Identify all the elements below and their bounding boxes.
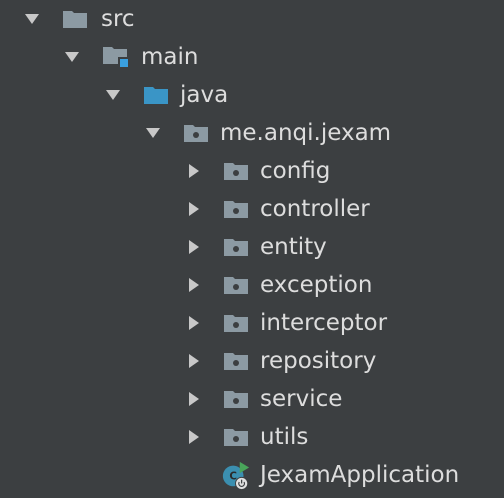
package-icon xyxy=(181,114,211,152)
tree-node-label: exception xyxy=(260,272,373,298)
expand-arrow-down-icon[interactable] xyxy=(101,76,125,114)
package-icon xyxy=(221,304,251,342)
module-folder-icon xyxy=(101,38,131,76)
tree-node-entity[interactable]: entity xyxy=(0,228,504,266)
package-icon xyxy=(221,418,251,456)
expand-arrow-right-icon[interactable] xyxy=(182,342,206,380)
expand-arrow-right-icon[interactable] xyxy=(182,304,206,342)
expand-arrow-down-icon[interactable] xyxy=(60,38,84,76)
tree-node-label: interceptor xyxy=(260,310,388,336)
spring-boot-application-icon: C xyxy=(221,456,251,494)
tree-node-utils[interactable]: utils xyxy=(0,418,504,456)
package-icon xyxy=(221,228,251,266)
expand-arrow-right-icon[interactable] xyxy=(182,190,206,228)
tree-node-label: entity xyxy=(260,234,327,260)
folder-icon xyxy=(60,0,90,38)
tree-node-main[interactable]: main xyxy=(0,38,504,76)
package-icon xyxy=(221,190,251,228)
tree-node-label: utils xyxy=(260,424,309,450)
tree-node-me-anqi-jexam[interactable]: me.anqi.jexam xyxy=(0,114,504,152)
tree-node-service[interactable]: service xyxy=(0,380,504,418)
source-folder-icon xyxy=(141,76,171,114)
tree-node-interceptor[interactable]: interceptor xyxy=(0,304,504,342)
tree-node-label: service xyxy=(260,386,343,412)
expand-arrow-right-icon[interactable] xyxy=(182,380,206,418)
expand-arrow-right-icon[interactable] xyxy=(182,152,206,190)
expand-arrow-down-icon[interactable] xyxy=(141,114,165,152)
tree-node-config[interactable]: config xyxy=(0,152,504,190)
tree-node-src[interactable]: src xyxy=(0,0,504,38)
tree-node-label: me.anqi.jexam xyxy=(220,120,392,146)
tree-node-java[interactable]: java xyxy=(0,76,504,114)
tree-node-label: controller xyxy=(260,196,370,222)
tree-node-label: repository xyxy=(260,348,377,374)
expand-arrow-right-icon[interactable] xyxy=(182,228,206,266)
tree-node-repository[interactable]: repository xyxy=(0,342,504,380)
package-icon xyxy=(221,342,251,380)
tree-node-label: src xyxy=(101,6,135,32)
tree-node-label: main xyxy=(141,44,199,70)
tree-node-jexam-application[interactable]: C JexamApplication xyxy=(0,456,504,494)
tree-node-label: java xyxy=(180,82,229,108)
package-icon xyxy=(221,152,251,190)
expand-arrow-down-icon[interactable] xyxy=(20,0,44,38)
package-icon xyxy=(221,266,251,304)
expand-arrow-right-icon[interactable] xyxy=(182,266,206,304)
expand-arrow-right-icon[interactable] xyxy=(182,418,206,456)
svg-text:C: C xyxy=(229,471,237,483)
tree-node-exception[interactable]: exception xyxy=(0,266,504,304)
tree-node-label: config xyxy=(260,158,331,184)
tree-node-controller[interactable]: controller xyxy=(0,190,504,228)
package-icon xyxy=(221,380,251,418)
tree-node-label: JexamApplication xyxy=(260,462,460,488)
